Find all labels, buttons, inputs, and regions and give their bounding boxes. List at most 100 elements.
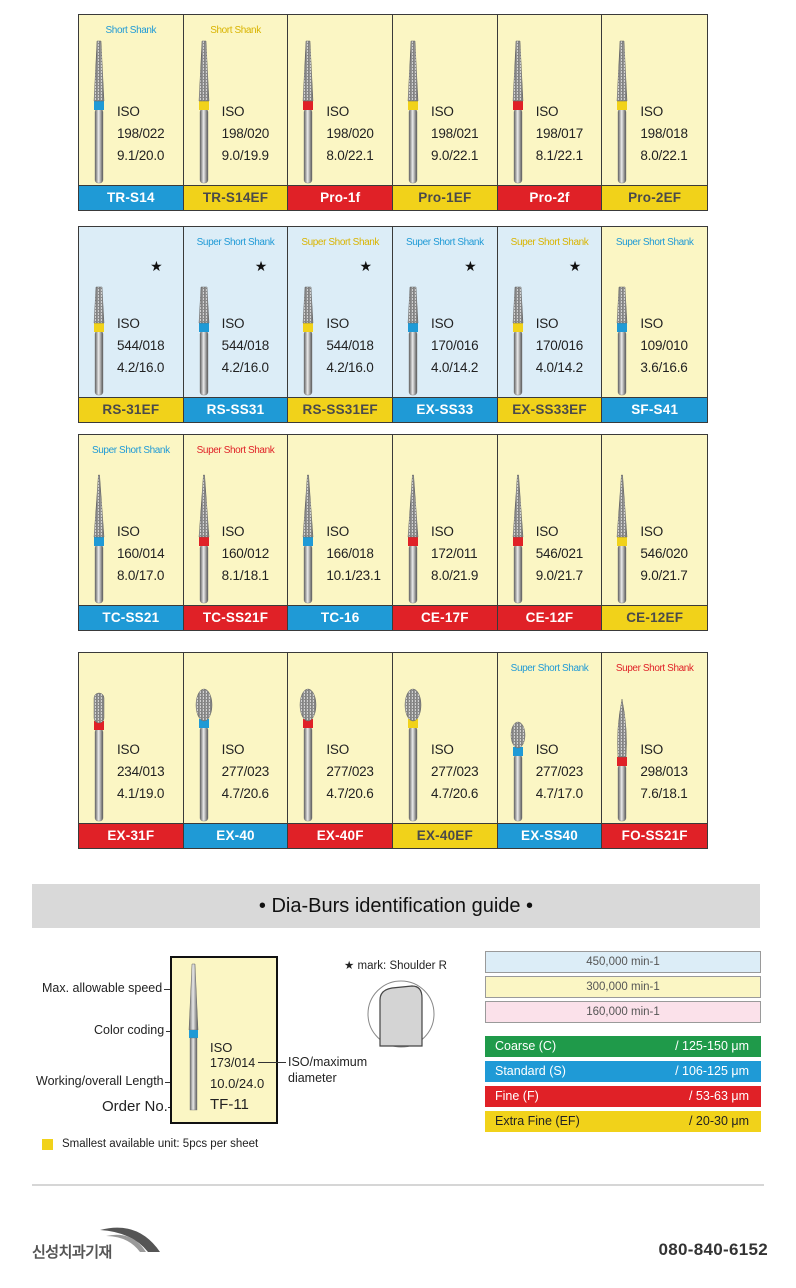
iso-label: ISO [535,316,559,331]
product-card-body: Super Short Shank ISO 160/012 8.1/18.1 [183,435,288,606]
order-number: Pro-2f [497,185,602,210]
speed-row: 300,000 min-1 [485,976,761,998]
bur-icon [617,286,628,396]
product-card: Super Short Shank ISO 160/014 8.0/17.0 T… [79,435,184,630]
grit-range: / 20-30 μm [688,1114,749,1128]
product-card: ★ ISO 544/018 4.2/16.0 RS-31EF [79,227,184,422]
iso-size: 160/012 [221,546,270,561]
bur-icon [512,286,523,396]
order-number: EX-SS33 [393,397,497,422]
grit-row: Fine (F)/ 53-63 μm [485,1086,761,1107]
iso-label: ISO [640,742,664,757]
product-card-body: ISO 546/020 9.0/21.7 [602,435,708,606]
product-card-body: ★ ISO 544/018 4.2/16.0 [79,227,183,398]
shank-type: Super Short Shank [301,237,380,248]
order-number: EX-40 [183,823,288,848]
bur-icon [303,40,314,184]
product-card-body: Super Short Shank ISO 298/013 7.6/18.1 [602,653,708,824]
shank-type: Super Short Shank [196,445,275,456]
grit-row: Standard (S)/ 106-125 μm [485,1061,761,1082]
bur-icon [407,40,419,184]
iso-label: ISO [431,104,454,119]
shank-type: Short Shank [210,25,261,36]
order-number: RS-SS31 [183,397,288,422]
product-card-body: Super Short Shank ISO 277/023 4.7/17.0 [497,653,602,824]
sample-bur-icon [188,963,199,1111]
product-card-body: Super Short Shank ★ ISO 544/018 4.2/16.0 [288,227,393,398]
sample-order: TF-11 [210,1096,249,1113]
shank-type: Super Short Shank [406,237,484,248]
length-value: 4.7/17.0 [535,786,583,801]
bur-icon [407,474,419,604]
product-card: Super Short Shank ★ ISO 170/016 4.0/14.2… [393,227,498,422]
bur-icon [510,721,525,822]
leader-line [258,1062,286,1063]
iso-size: 198/017 [535,126,584,141]
product-card-body: Super Short Shank ★ ISO 544/018 4.2/16.0 [183,227,288,398]
iso-size: 298/013 [640,764,688,779]
product-card: Super Short Shank ISO 109/010 3.6/16.6 S… [602,227,708,422]
product-card: ISO 234/013 4.1/19.0 EX-31F [79,653,184,848]
iso-label: ISO [640,104,664,119]
iso-size: 277/023 [326,764,374,779]
product-card-body: ISO 234/013 4.1/19.0 [79,653,183,824]
iso-size: 234/013 [117,764,165,779]
order-number: EX-SS40 [497,823,602,848]
order-number: SF-S41 [602,397,708,422]
order-number: EX-31F [79,823,183,848]
product-card: ISO 198/017 8.1/22.1 Pro-2f [497,15,603,210]
bur-icon [512,40,523,184]
iso-size: 198/020 [326,126,374,141]
length-value: 4.2/16.0 [326,360,374,375]
order-number: TC-SS21 [79,605,183,630]
product-card: ISO 277/023 4.7/20.6 EX-40EF [393,653,498,848]
iso-size: 277/023 [221,764,270,779]
iso-label: ISO [431,524,454,539]
grit-row: Coarse (C) / 125-150 μm [485,1036,761,1057]
shank-type: Super Short Shank [615,663,694,674]
iso-size: 166/018 [326,546,374,561]
smallest-unit-note: Smallest available unit: 5pcs per sheet [62,1138,259,1150]
iso-size: 198/018 [640,126,688,141]
length-value: 4.7/20.6 [431,786,479,801]
iso-label: ISO [326,524,349,539]
shank-type: Super Short Shank [510,663,589,674]
iso-size: 277/023 [431,764,479,779]
grit-name: Extra Fine (EF) [495,1114,580,1128]
iso-size: 544/018 [221,338,270,353]
order-number: TR-S14 [79,185,183,210]
length-value: 4.7/20.6 [221,786,269,801]
length-value: 8.0/22.1 [640,148,688,163]
iso-size: 546/021 [535,546,584,561]
iso-size: 198/021 [431,126,479,141]
star-mark-note: ★ mark: Shoulder R [344,960,447,972]
grit-range: / 125-150 μm [675,1039,749,1053]
length-value: 4.7/20.6 [326,786,374,801]
product-card-body: Super Short Shank ISO 109/010 3.6/16.6 [602,227,708,398]
length-value: 4.0/14.2 [431,360,479,375]
guide-title-bar: • Dia-Burs identification guide • [32,884,760,928]
bur-icon [512,474,523,604]
iso-label: ISO [431,742,454,757]
bur-icon [300,688,317,822]
product-card: ISO 277/023 4.7/20.6 EX-40F [288,653,394,848]
bur-icon [93,474,105,604]
product-card: ISO 198/021 9.0/22.1 Pro-1EF [393,15,498,210]
product-card-body: ISO 198/021 9.0/22.1 [393,15,497,186]
product-card: Short Shank ISO 198/020 9.0/19.9 TR-S14E… [183,15,289,210]
product-card: ISO 166/018 10.1/23.1 TC-16 [288,435,394,630]
star-icon: ★ [150,258,163,274]
product-card-body: ISO 198/020 8.0/22.1 [288,15,393,186]
bur-icon [407,286,419,396]
length-value: 9.0/21.7 [535,568,583,583]
product-card: Super Short Shank ISO 298/013 7.6/18.1 F… [602,653,708,848]
product-card: Super Short Shank ★ ISO 170/016 4.0/14.2… [497,227,603,422]
grit-name: Coarse (C) [495,1039,557,1053]
product-grids: Short Shank ISO 198/022 9.1/20.0 TR-S14 … [78,14,708,849]
length-value: 8.1/18.1 [221,568,269,583]
product-card: ISO 198/020 8.0/22.1 Pro-1f [288,15,394,210]
star-icon: ★ [254,258,268,274]
length-value: 9.0/21.7 [640,568,688,583]
bur-icon [195,688,212,822]
product-card: Super Short Shank ISO 277/023 4.7/17.0 E… [497,653,603,848]
